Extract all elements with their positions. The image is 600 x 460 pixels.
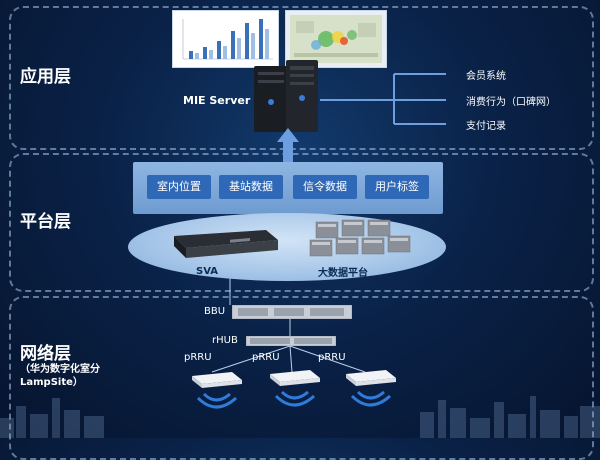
platform-layer-frame: [9, 153, 594, 292]
prru-device-1-icon: [192, 372, 242, 409]
heatmap-thumbnail: [285, 10, 387, 68]
mie-server-label: MIE Server: [183, 94, 251, 107]
prru-device-2-icon: [270, 370, 320, 407]
server-tower-icon: [254, 60, 318, 132]
bbu-unit-icon: [232, 305, 352, 319]
app-payment-records: 支付记录: [466, 121, 506, 132]
data-tag-user-tags: 用户标签: [365, 175, 429, 199]
heatmap-thumbnail-graphic: [286, 11, 386, 67]
application-layer-frame: [9, 6, 594, 150]
prru-device-3-icon: [346, 370, 396, 407]
application-layer-label: 应用层: [20, 67, 71, 87]
city-skyline-decoration: [0, 396, 600, 438]
sva-label: SVA: [196, 266, 219, 277]
platform-data-card: 室内位置 基站数据 信令数据 用户标签: [133, 162, 443, 214]
sva-server-icon: [174, 230, 278, 258]
bar-chart-thumbnail: [172, 10, 279, 68]
data-tag-indoor-location: 室内位置: [147, 175, 211, 199]
rhub-unit-icon: [246, 336, 336, 346]
bar-chart-thumbnail-graphic: [173, 11, 278, 67]
app-consumer-behavior: 消费行为（口碑网）: [466, 97, 556, 108]
app-membership-system: 会员系统: [466, 71, 506, 82]
prru-label-2: pRRU: [252, 352, 280, 363]
data-tag-base-station-data: 基站数据: [219, 175, 283, 199]
big-data-platform-label: 大数据平台: [318, 268, 368, 279]
network-layer-sublabel-1: （华为数字化室分: [20, 364, 100, 375]
network-layer-label: 网络层: [20, 344, 71, 364]
prru-label-3: pRRU: [318, 352, 346, 363]
network-layer-sublabel-2: LampSite）: [20, 377, 83, 388]
data-tag-signaling-data: 信令数据: [293, 175, 357, 199]
platform-layer-label: 平台层: [20, 212, 71, 232]
rhub-label: rHUB: [212, 335, 238, 346]
bbu-label: BBU: [204, 306, 226, 317]
big-data-servers-icon: [309, 219, 411, 257]
prru-label-1: pRRU: [184, 352, 212, 363]
